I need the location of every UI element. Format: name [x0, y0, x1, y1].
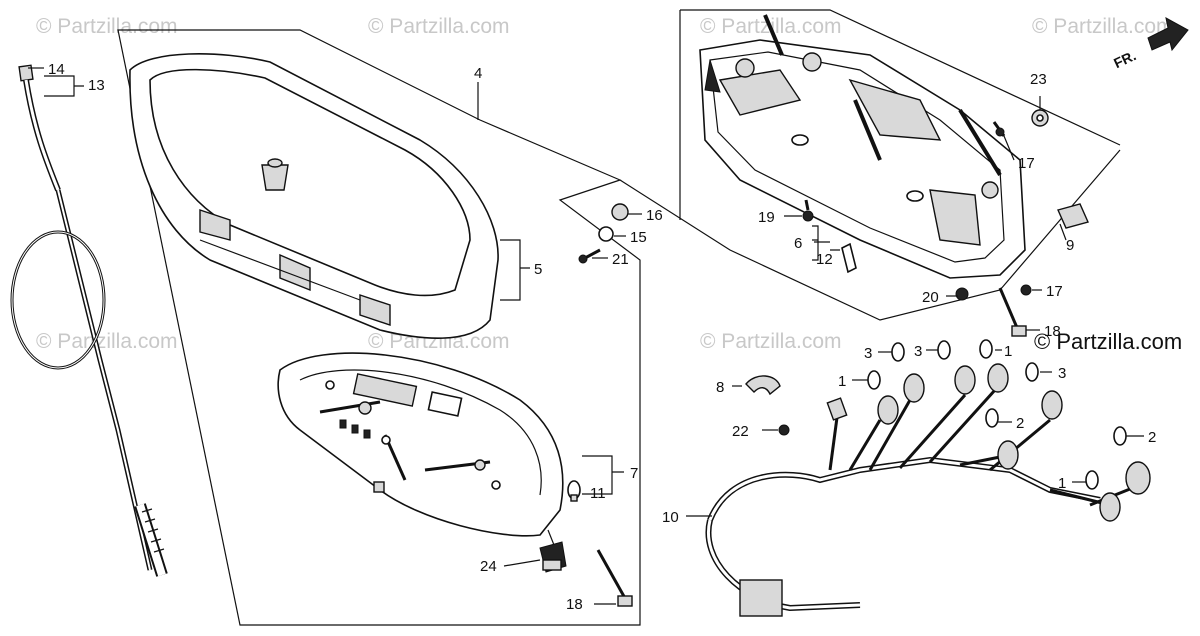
bolt-18-upper	[998, 287, 1027, 337]
callout-17-upper: 17	[1018, 155, 1035, 172]
callouts: 14 13 4 5 16 15 21 7 11 24 18 23 17 19 9…	[48, 61, 1156, 613]
callout-7: 7	[630, 465, 638, 482]
speedometer-cable	[10, 64, 168, 577]
bulb-sockets	[877, 363, 1151, 522]
callout-10: 10	[662, 509, 679, 526]
callout-4: 4	[474, 65, 482, 82]
meter-case	[699, 14, 1026, 279]
watermark-7: © Partzilla.com	[700, 330, 842, 353]
watermark-2: © Partzilla.com	[368, 15, 510, 38]
callout-22: 22	[732, 423, 749, 440]
screw-19	[802, 199, 814, 222]
socket-connector	[539, 541, 567, 573]
watermark-4: © Partzilla.com	[1032, 15, 1174, 38]
clip-9	[1057, 203, 1089, 229]
bulbs	[867, 339, 1127, 490]
callout-19: 19	[758, 209, 775, 226]
callout-1-a: 1	[1004, 343, 1012, 360]
nut-23	[1031, 109, 1049, 127]
callout-21: 21	[612, 251, 629, 268]
callout-18-lower: 18	[566, 596, 583, 613]
watermark-strong: © Partzilla.com	[1034, 329, 1182, 354]
callout-11: 11	[590, 485, 606, 502]
screw-22	[778, 424, 790, 436]
watermark-5: © Partzilla.com	[36, 330, 178, 353]
callout-18-upper: 18	[1044, 323, 1061, 340]
meter-cover	[129, 53, 499, 339]
callout-23: 23	[1030, 71, 1047, 88]
callout-8: 8	[716, 379, 724, 396]
screw-20	[955, 287, 969, 301]
grommet-12	[841, 242, 857, 274]
meter-dial-panel	[277, 352, 564, 561]
callout-20: 20	[922, 289, 939, 306]
callout-2-b: 2	[1148, 429, 1156, 446]
callout-1-b: 1	[838, 373, 846, 390]
bolt-lower	[596, 549, 633, 607]
callout-3-a: 3	[864, 345, 872, 362]
callout-3-b: 3	[914, 343, 922, 360]
screw-17-upper	[992, 121, 1006, 137]
front-arrow-icon	[1147, 17, 1189, 52]
callout-2-a: 2	[1016, 415, 1024, 432]
bulb-11	[567, 480, 581, 502]
screw-set	[578, 203, 629, 264]
callout-12: 12	[816, 251, 833, 268]
callout-13: 13	[88, 77, 105, 94]
callout-1-c: 1	[1058, 475, 1066, 492]
callout-15: 15	[630, 229, 647, 246]
front-label: FR.	[1111, 47, 1138, 71]
callout-9: 9	[1066, 237, 1074, 254]
watermark-1: © Partzilla.com	[36, 15, 178, 38]
callout-3-c: 3	[1058, 365, 1066, 382]
callout-5: 5	[534, 261, 542, 278]
wire-harness	[705, 388, 1141, 617]
callout-16: 16	[646, 207, 663, 224]
leader-lines	[28, 67, 1144, 605]
screw-17-lower	[1020, 284, 1032, 296]
callout-14: 14	[48, 61, 65, 78]
callout-17-lower: 17	[1046, 283, 1063, 300]
clamp-8	[745, 375, 781, 396]
callout-24: 24	[480, 558, 497, 575]
callout-6: 6	[794, 235, 802, 252]
